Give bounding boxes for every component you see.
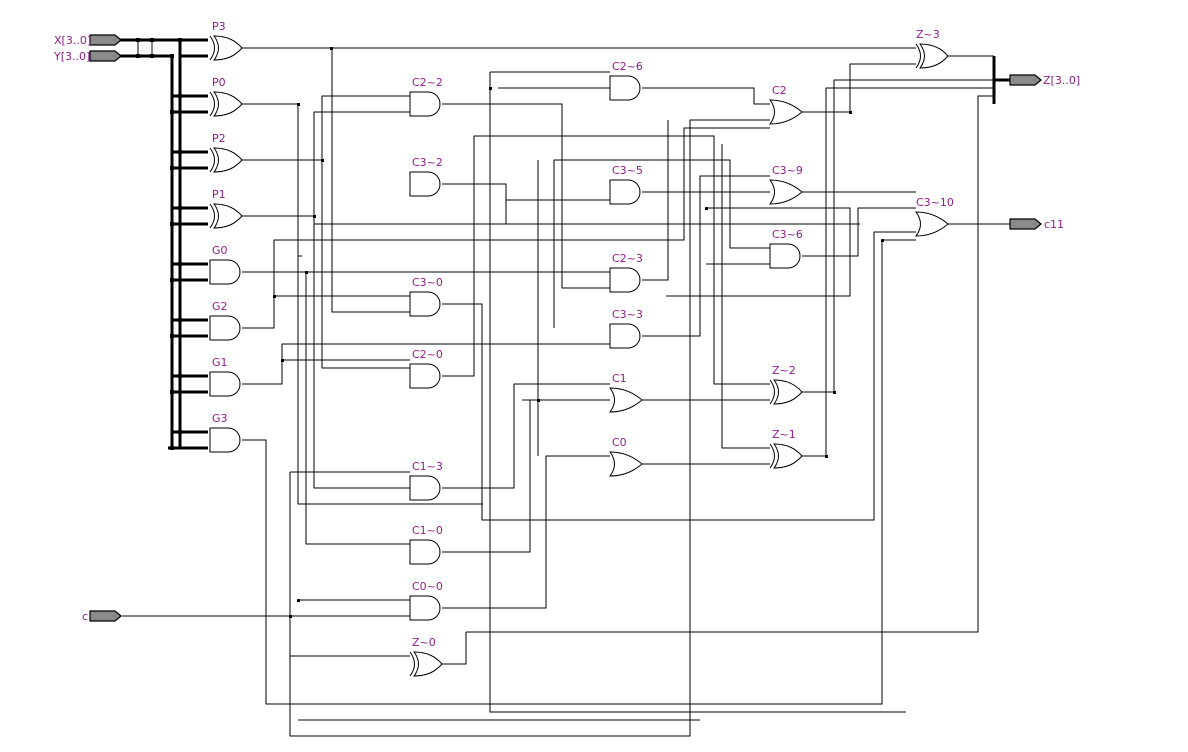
gate-z-1[interactable]: Z~1 [769, 428, 803, 469]
z-output-port[interactable]: Z[3..0] [1009, 74, 1080, 87]
gate-c2-3-label: C2~3 [612, 252, 643, 265]
gate-c3-9[interactable]: C3~9 [769, 164, 803, 205]
gate-c3-10[interactable]: C3~10 [915, 196, 954, 237]
gate-c3-2[interactable]: C3~2 [409, 156, 443, 197]
gate-z-0-label: Z~0 [412, 636, 436, 649]
gate-c2-3[interactable]: C2~3 [609, 252, 643, 293]
gate-c1[interactable]: C1 [609, 372, 643, 413]
gate-c0-0-label: C0~0 [412, 580, 443, 593]
gate-g0-label: G0 [212, 244, 228, 257]
gate-c1-0-label: C1~0 [412, 524, 443, 537]
gate-g3-label: G3 [212, 412, 228, 425]
gate-c1-3[interactable]: C1~3 [409, 460, 443, 501]
c-input-label: c [82, 610, 88, 623]
x-input-port[interactable]: X[3..0] [54, 34, 122, 47]
gate-g1[interactable]: G1 [209, 356, 241, 397]
gate-z-2-label: Z~2 [772, 364, 796, 377]
gate-c0-0[interactable]: C0~0 [409, 580, 443, 621]
junction-dots [136, 38, 884, 618]
gate-z-3[interactable]: Z~3 [915, 28, 949, 69]
z-output-label: Z[3..0] [1043, 74, 1080, 87]
gate-p1[interactable]: P1 [209, 188, 243, 229]
gate-c2-label: C2 [772, 84, 787, 97]
gate-c3-3[interactable]: C3~3 [609, 308, 643, 349]
gate-c3-5[interactable]: C3~5 [609, 164, 643, 205]
gate-g3[interactable]: G3 [209, 412, 241, 453]
gate-c1-0[interactable]: C1~0 [409, 524, 443, 565]
gate-c3-10-label: C3~10 [916, 196, 954, 209]
gate-c3-0-label: C3~0 [412, 276, 443, 289]
gate-c0-label: C0 [612, 436, 627, 449]
gate-z-3-label: Z~3 [916, 28, 940, 41]
gate-c3-5-label: C3~5 [612, 164, 643, 177]
c11-output-port[interactable]: c11 [1009, 218, 1064, 231]
gate-c2-6[interactable]: C2~6 [609, 60, 643, 101]
gate-g1-label: G1 [212, 356, 228, 369]
wiring [122, 47, 1010, 737]
gate-c2-2[interactable]: C2~2 [409, 76, 443, 117]
c11-output-label: c11 [1044, 218, 1064, 231]
gate-c1-label: C1 [612, 372, 627, 385]
gate-c2[interactable]: C2 [769, 84, 803, 125]
y-input-port[interactable]: Y[3..0] [53, 50, 122, 63]
gate-c0[interactable]: C0 [609, 436, 643, 477]
gate-p3[interactable]: P3 [209, 20, 243, 61]
input-bus [120, 38, 208, 450]
gate-p2[interactable]: P2 [209, 132, 243, 173]
gate-z-1-label: Z~1 [772, 428, 796, 441]
x-input-label: X[3..0] [54, 34, 91, 47]
gate-z-0[interactable]: Z~0 [409, 636, 443, 677]
gate-c1-3-label: C1~3 [412, 460, 443, 473]
gate-c3-6-label: C3~6 [772, 228, 803, 241]
gate-c3-0[interactable]: C3~0 [409, 276, 443, 317]
gate-c2-0[interactable]: C2~0 [409, 348, 443, 389]
gate-p3-label: P3 [212, 20, 226, 33]
gate-p0-label: P0 [212, 76, 226, 89]
c-input-port[interactable]: c [82, 610, 122, 623]
gate-c3-6[interactable]: C3~6 [769, 228, 803, 269]
gate-p2-label: P2 [212, 132, 226, 145]
gate-c2-2-label: C2~2 [412, 76, 443, 89]
gate-g0[interactable]: G0 [209, 244, 241, 285]
gate-z-2[interactable]: Z~2 [769, 364, 803, 405]
gate-p1-label: P1 [212, 188, 226, 201]
gate-c3-2-label: C3~2 [412, 156, 443, 169]
gate-g2[interactable]: G2 [209, 300, 241, 341]
gate-c3-3-label: C3~3 [612, 308, 643, 321]
gate-g2-label: G2 [212, 300, 228, 313]
gate-c2-6-label: C2~6 [612, 60, 643, 73]
gate-c2-0-label: C2~0 [412, 348, 443, 361]
y-input-label: Y[3..0] [53, 50, 90, 63]
gate-p0[interactable]: P0 [209, 76, 243, 117]
gate-c3-9-label: C3~9 [772, 164, 803, 177]
